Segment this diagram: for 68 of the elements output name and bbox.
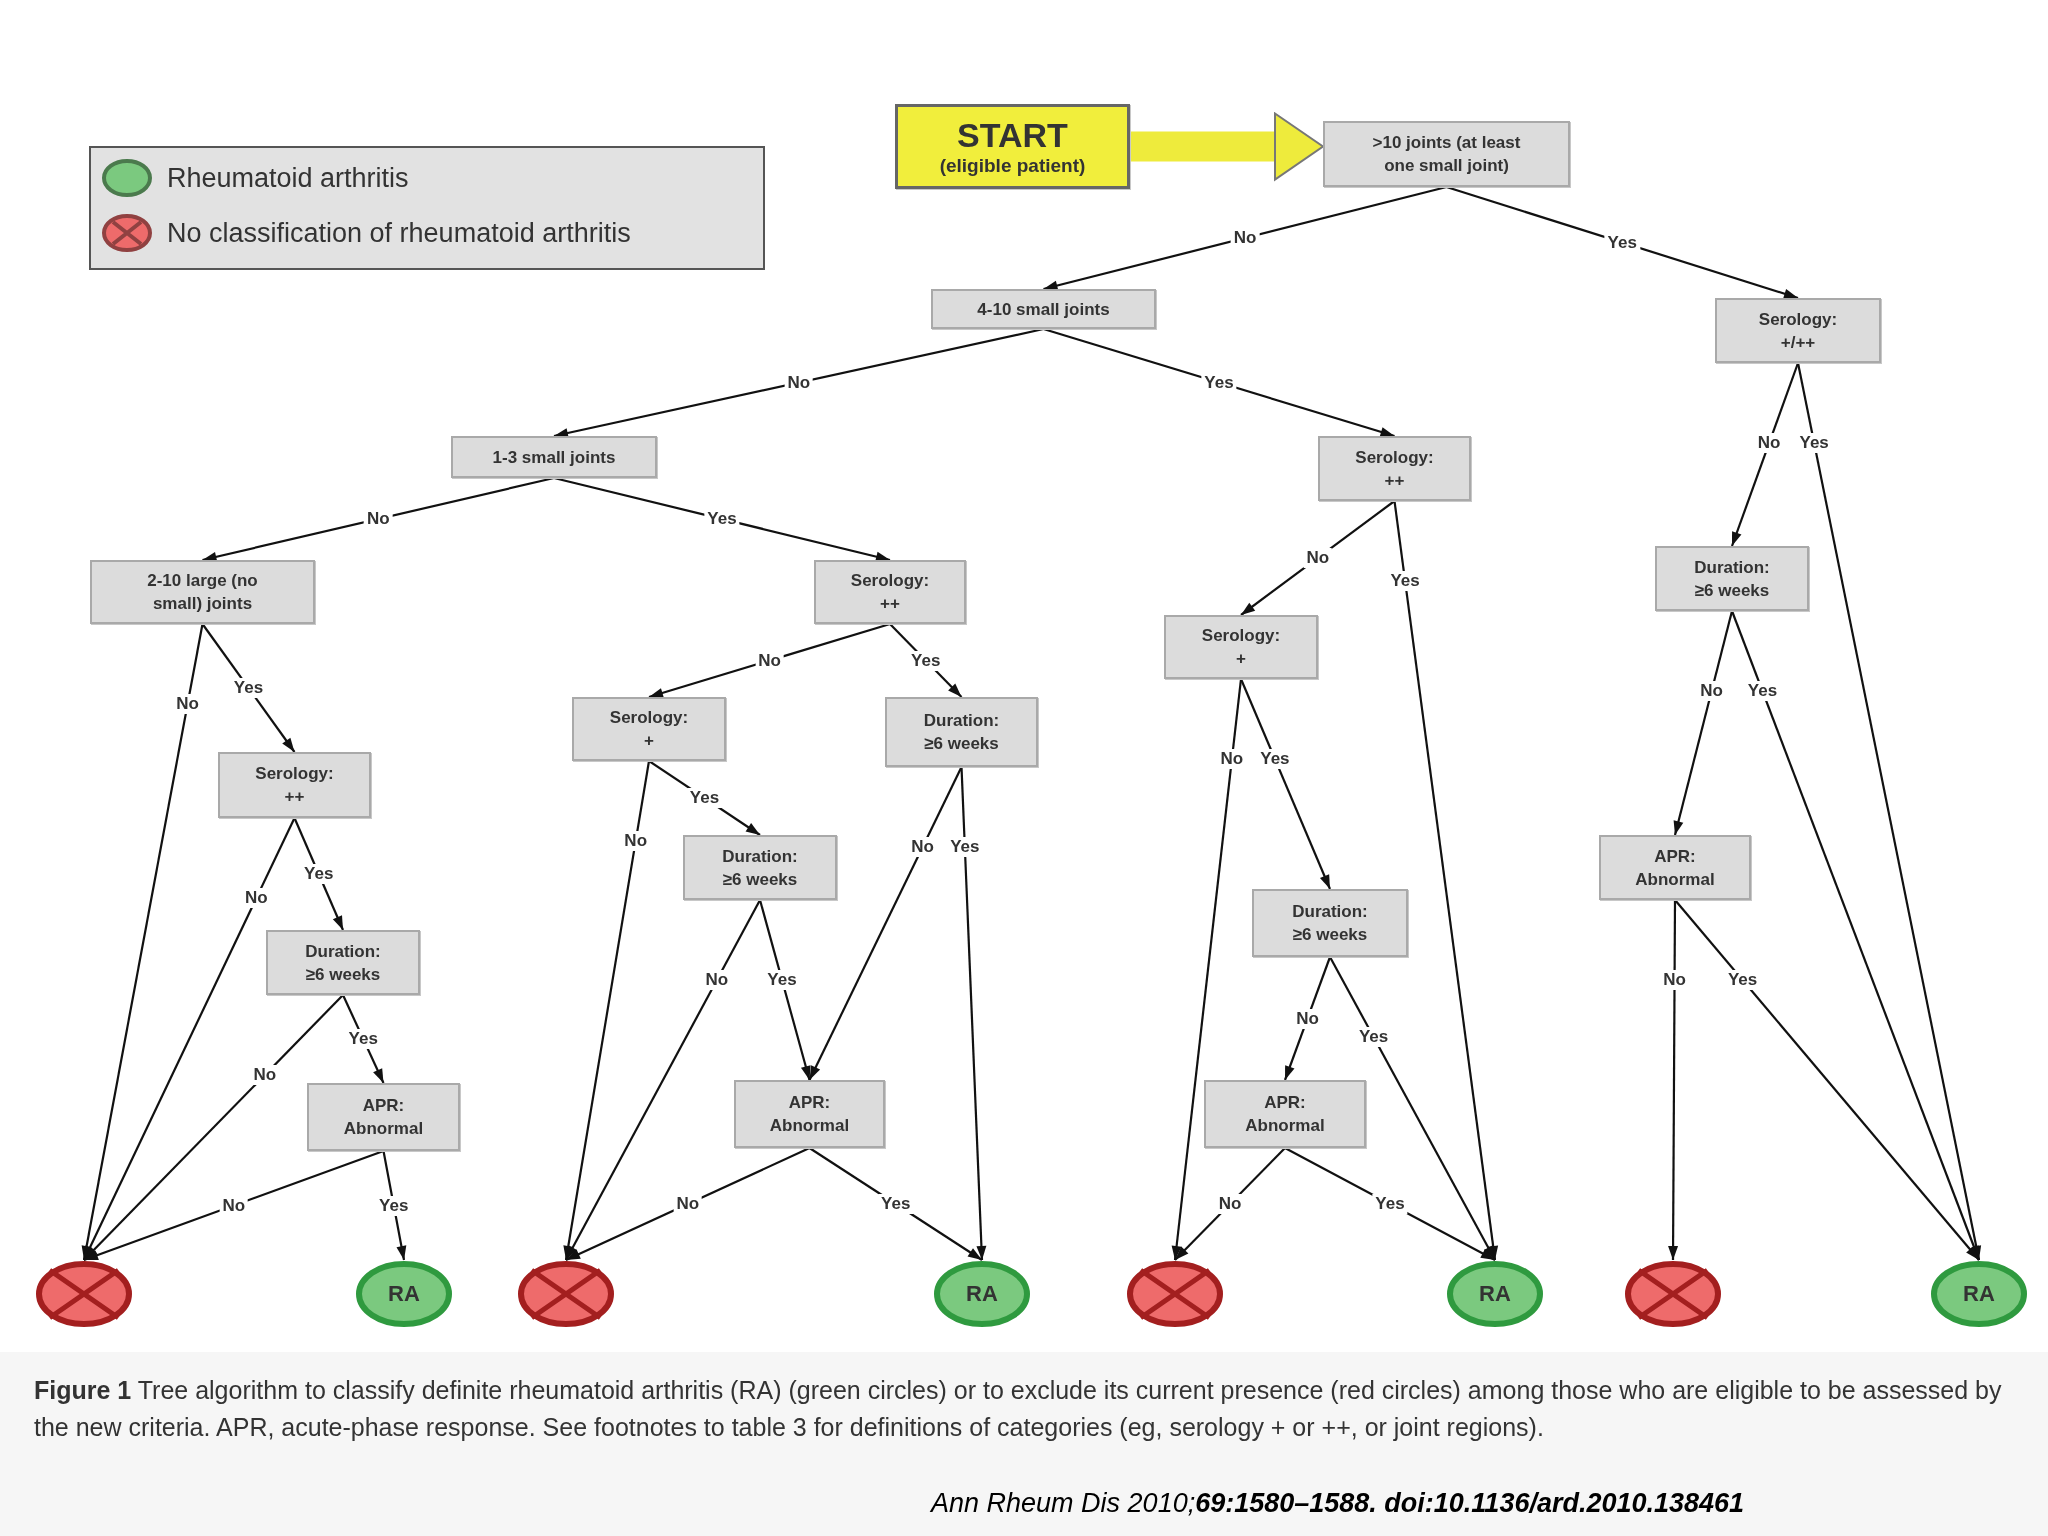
edge-label: Yes bbox=[686, 788, 723, 808]
arrow bbox=[1730, 362, 1800, 547]
figure-caption: Figure 1 Tree algorithm to classify definite rheumatoid arthritis (RA) (green circles) or to exclude its current presence (red circles) among those who are eligible to be assessed by the new criteria. APR, acute-phase response. See footnotes to table 3 for definitions of categories (eg, serology + or ++, or joint regions). bbox=[34, 1375, 2003, 1443]
decision-box: 4-10 small joints bbox=[931, 289, 1156, 329]
arrow bbox=[1043, 327, 1395, 438]
edge-label: Yes bbox=[1604, 232, 1640, 253]
arrow bbox=[1674, 899, 1980, 1261]
legend-text: No classification of rheumatoid arthritis bbox=[167, 217, 631, 249]
decision-box: Duration: ≥6 weeks bbox=[683, 835, 837, 900]
decision-box: Serology: ++ bbox=[1318, 436, 1471, 501]
arrow bbox=[83, 817, 296, 1261]
decision-box: Serology: + bbox=[1164, 615, 1318, 679]
arrow bbox=[565, 899, 761, 1261]
legend-text: Rheumatoid arthritis bbox=[167, 162, 409, 194]
edge-label: No bbox=[250, 1065, 280, 1085]
excluded-circle bbox=[517, 1260, 615, 1328]
start-box: START (eligible patient) bbox=[895, 104, 1130, 189]
arrow bbox=[202, 476, 555, 562]
edge-label: No bbox=[1303, 548, 1333, 568]
block-arrow bbox=[1130, 112, 1324, 181]
decision-box: APR: Abnormal bbox=[1599, 835, 1751, 900]
arrow bbox=[808, 766, 963, 1081]
citation-text: Ann Rheum Dis 2010;69:1580–1588. doi:10.1136/ard.2010.138461 bbox=[931, 1488, 1745, 1519]
edge-label: Yes bbox=[345, 1029, 381, 1049]
decision-box: 2-10 large (no small) joints bbox=[90, 560, 315, 624]
excluded-circle bbox=[1126, 1260, 1224, 1328]
edge-label: No bbox=[673, 1194, 703, 1214]
arrow bbox=[1668, 900, 1679, 1260]
arrow bbox=[83, 1149, 384, 1262]
decision-box: APR: Abnormal bbox=[1204, 1080, 1366, 1148]
arrow bbox=[1240, 678, 1331, 890]
arrow bbox=[1673, 610, 1734, 836]
decision-box: Duration: ≥6 weeks bbox=[885, 697, 1038, 767]
arrow bbox=[553, 476, 891, 562]
arrow bbox=[83, 994, 344, 1261]
decision-box: Serology: ++ bbox=[814, 560, 966, 624]
decision-box: Serology: + bbox=[572, 697, 726, 761]
decision-box: >10 joints (at least one small joint) bbox=[1323, 121, 1570, 187]
decision-box: Serology: ++ bbox=[218, 752, 371, 818]
arrow bbox=[1393, 500, 1499, 1261]
arrow bbox=[1446, 185, 1799, 300]
edge-label: Yes bbox=[878, 1194, 914, 1214]
arrow bbox=[758, 899, 811, 1081]
arrow bbox=[553, 327, 1044, 438]
decision-box: 1-3 small joints bbox=[451, 436, 657, 478]
arrow bbox=[960, 766, 987, 1261]
ra-circle: RA bbox=[1446, 1260, 1544, 1328]
excluded-circle bbox=[1624, 1260, 1722, 1328]
decision-box: Serology: +/++ bbox=[1715, 298, 1881, 363]
arrow bbox=[563, 760, 651, 1261]
arrow bbox=[1329, 956, 1496, 1261]
decision-box: APR: Abnormal bbox=[307, 1083, 460, 1151]
excluded-circle bbox=[35, 1260, 133, 1328]
arrow bbox=[1730, 610, 1981, 1261]
arrow bbox=[1043, 185, 1447, 291]
decision-box: Duration: ≥6 weeks bbox=[1252, 889, 1408, 957]
arrow bbox=[1171, 678, 1243, 1261]
decision-box: Duration: ≥6 weeks bbox=[266, 930, 420, 995]
arrow bbox=[565, 1147, 810, 1261]
arrow bbox=[1796, 362, 1982, 1261]
ra-circle: RA bbox=[355, 1260, 453, 1328]
decision-box: APR: Abnormal bbox=[734, 1080, 885, 1148]
decision-box: Duration: ≥6 weeks bbox=[1655, 546, 1809, 611]
ra-circle: RA bbox=[933, 1260, 1031, 1328]
edge-label: No bbox=[1215, 1194, 1245, 1214]
arrow bbox=[81, 623, 204, 1261]
ra-circle: RA bbox=[1930, 1260, 2028, 1328]
edge-label: Yes bbox=[1372, 1194, 1408, 1214]
